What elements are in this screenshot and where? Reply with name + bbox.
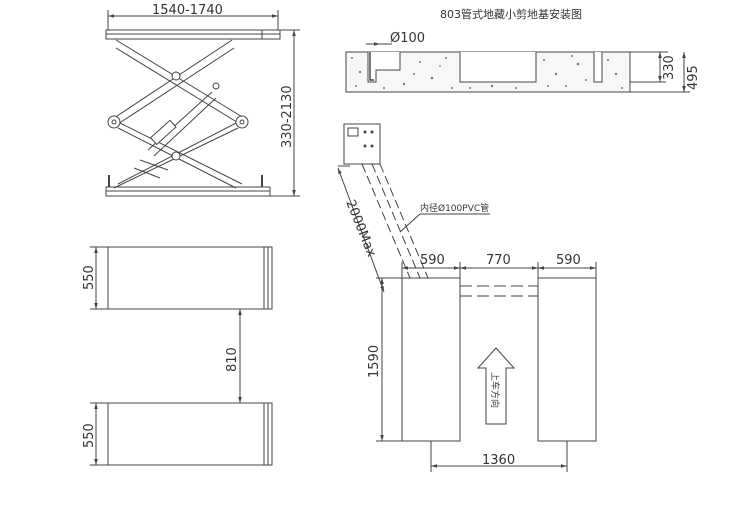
lift-height-label: 330-2130: [280, 85, 295, 148]
pit-length-label: 1590: [367, 345, 382, 378]
pit-depth-inner-label: 330: [662, 55, 677, 80]
platform-top-width-label: 550: [82, 265, 97, 290]
pit-span-label: 1360: [482, 453, 515, 468]
platform-gap-label: 810: [225, 347, 240, 372]
lift-width-label: 1540-1740: [152, 3, 223, 18]
pit-right-width-label: 590: [556, 253, 581, 268]
pipe-routing: [337, 123, 490, 293]
pit-section: [345, 42, 690, 93]
pit-gap-label: 770: [486, 253, 511, 268]
pipe-spec-label: 内径Ø100PVC管: [420, 202, 489, 214]
lift-side-view: [105, 10, 300, 197]
pipe-diameter-label: Ø100: [390, 31, 425, 46]
platform-plan: [90, 246, 273, 466]
drawing-title: 803管式地藏小剪地基安装图: [440, 7, 582, 21]
pit-depth-outer-label: 495: [686, 65, 701, 90]
pit-left-width-label: 590: [420, 253, 445, 268]
concrete-texture: [351, 55, 623, 89]
pit-plan: [376, 262, 597, 472]
drive-direction-label: 上车方向: [489, 372, 501, 408]
platform-bottom-width-label: 550: [82, 423, 97, 448]
pipe-length-label: 2000Max: [342, 198, 378, 259]
